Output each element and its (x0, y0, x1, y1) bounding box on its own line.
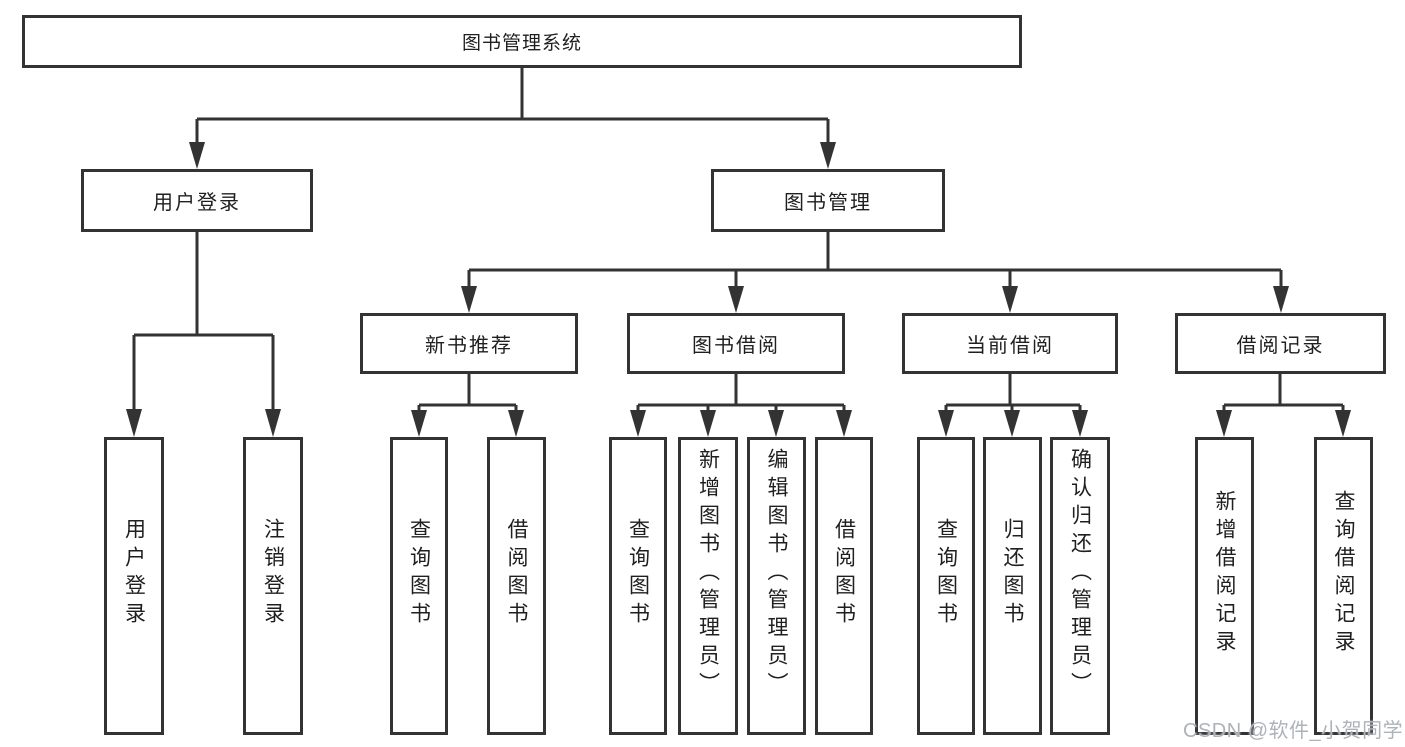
node-label: 查询图书 (934, 518, 958, 630)
node-label: 查询图书 (626, 518, 650, 630)
node-label: 图书管理 (784, 192, 872, 214)
leaf-query-books-recommend: 查询图书 (390, 437, 448, 735)
leaf-return-books: 归还图书 (983, 437, 1042, 735)
node-label: 查询借阅记录 (1332, 490, 1355, 658)
node-label: 新增图书（管理员） (696, 448, 720, 700)
leaf-query-borrow-record: 查询借阅记录 (1314, 437, 1373, 735)
leaf-borrow-books-recommend: 借阅图书 (487, 437, 546, 735)
node-label: 新书推荐 (425, 335, 513, 357)
node-label: 新增借阅记录 (1213, 490, 1236, 658)
leaf-borrow-books: 借阅图书 (815, 437, 873, 735)
node-label: 确认归还（管理员） (1068, 448, 1092, 700)
node-label: 当前借阅 (966, 335, 1054, 357)
node-user-login: 用户登录 (81, 169, 313, 232)
node-label: 注销登录 (261, 518, 285, 630)
leaf-logout: 注销登录 (243, 437, 303, 735)
node-label: 用户登录 (153, 192, 241, 214)
node-label: 编辑图书（管理员） (765, 448, 788, 700)
leaf-user-login: 用户登录 (104, 437, 164, 735)
leaf-confirm-return-admin: 确认归还（管理员） (1050, 437, 1110, 735)
node-borrow-records: 借阅记录 (1175, 313, 1386, 374)
node-book-borrow: 图书借阅 (627, 313, 845, 374)
node-new-book-recommend: 新书推荐 (360, 313, 578, 374)
leaf-add-books-admin: 新增图书（管理员） (678, 437, 738, 735)
node-label: 借阅图书 (505, 518, 528, 630)
node-root-system: 图书管理系统 (22, 15, 1022, 68)
csdn-watermark: CSDN @软件_小贺同学 (1183, 720, 1404, 742)
node-label: 查询图书 (407, 518, 431, 630)
leaf-query-books-borrow: 查询图书 (609, 437, 667, 735)
leaf-edit-books-admin: 编辑图书（管理员） (747, 437, 806, 735)
node-book-management: 图书管理 (711, 169, 945, 232)
leaf-add-borrow-record: 新增借阅记录 (1195, 437, 1254, 735)
node-label: 归还图书 (1001, 518, 1024, 630)
node-label: 图书借阅 (692, 335, 780, 357)
node-current-borrow: 当前借阅 (902, 313, 1118, 374)
leaf-query-books-current: 查询图书 (917, 437, 975, 735)
node-label: 借阅记录 (1236, 335, 1325, 357)
node-label: 图书管理系统 (461, 33, 582, 54)
node-label: 用户登录 (122, 518, 146, 630)
node-label: 借阅图书 (832, 518, 856, 630)
